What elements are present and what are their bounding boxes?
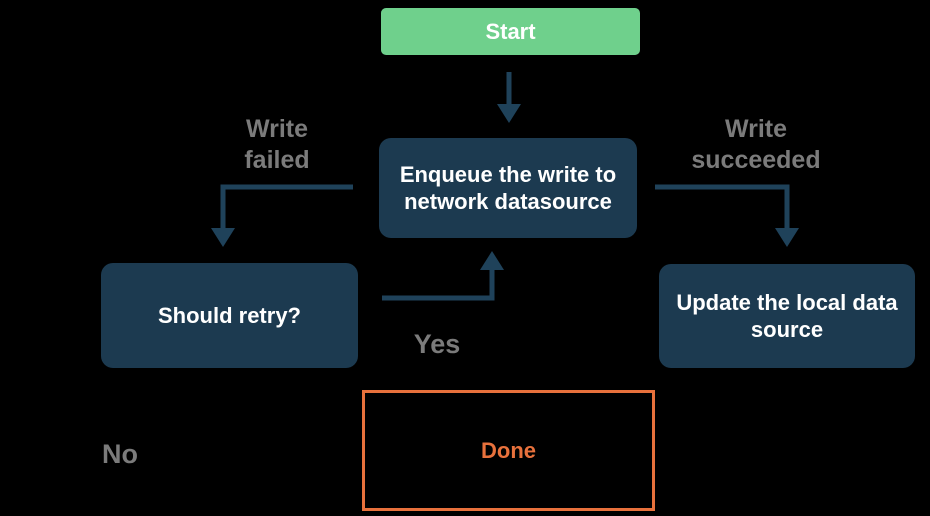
edge-label-no: No xyxy=(102,439,138,469)
node-start: Start xyxy=(381,8,640,55)
node-update-local-datasource: Update the local data source xyxy=(659,264,915,368)
arrow-enqueue-to-update-local xyxy=(655,184,799,247)
node-done: Done xyxy=(362,390,655,511)
node-should-retry: Should retry? xyxy=(101,263,358,368)
arrow-should-retry-to-enqueue xyxy=(382,251,504,301)
arrow-enqueue-to-should-retry xyxy=(211,184,353,247)
node-enqueue-write: Enqueue the write to network datasource xyxy=(379,138,637,238)
edge-label-write-succeeded: Write succeeded xyxy=(691,115,821,174)
edge-label-write-failed: Write failed xyxy=(244,115,310,174)
arrow-start-to-enqueue xyxy=(497,72,521,123)
edge-label-yes: Yes xyxy=(413,329,461,359)
